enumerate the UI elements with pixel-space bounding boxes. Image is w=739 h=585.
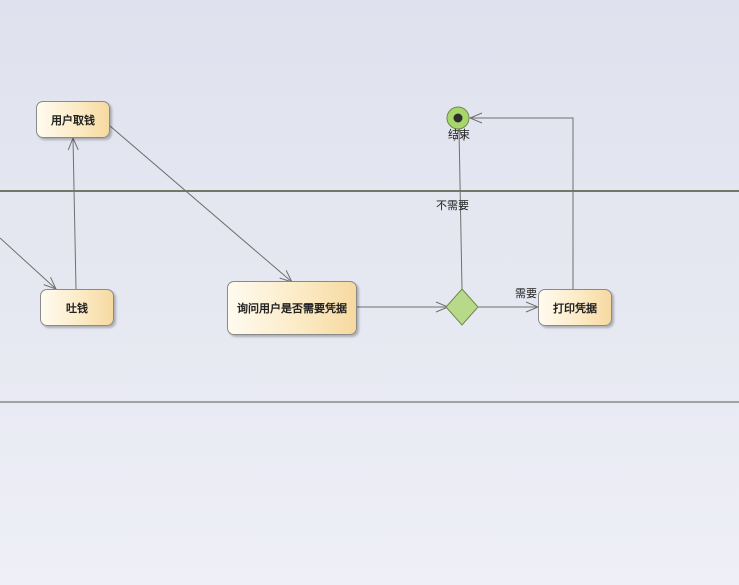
activity-ask-receipt[interactable]: 询问用户是否需要凭据 <box>227 281 357 335</box>
activity-print-receipt[interactable]: 打印凭据 <box>538 289 612 326</box>
edge-print-to-end[interactable] <box>470 118 574 289</box>
edge-withdraw-to-ask[interactable] <box>109 125 292 282</box>
final-node[interactable] <box>446 106 470 130</box>
final-node-label: 结束 <box>448 128 470 141</box>
decision-node[interactable] <box>445 288 479 326</box>
edge-incoming-to-dispense[interactable] <box>0 237 56 289</box>
edge-label-not-needed: 不需要 <box>436 199 469 212</box>
edge-label-needed: 需要 <box>515 287 537 300</box>
activity-withdraw[interactable]: 用户取钱 <box>36 101 110 138</box>
edge-decision-to-end[interactable] <box>459 129 462 290</box>
activity-dispense[interactable]: 吐钱 <box>40 289 114 326</box>
edge-dispense-to-withdraw[interactable] <box>73 138 76 290</box>
